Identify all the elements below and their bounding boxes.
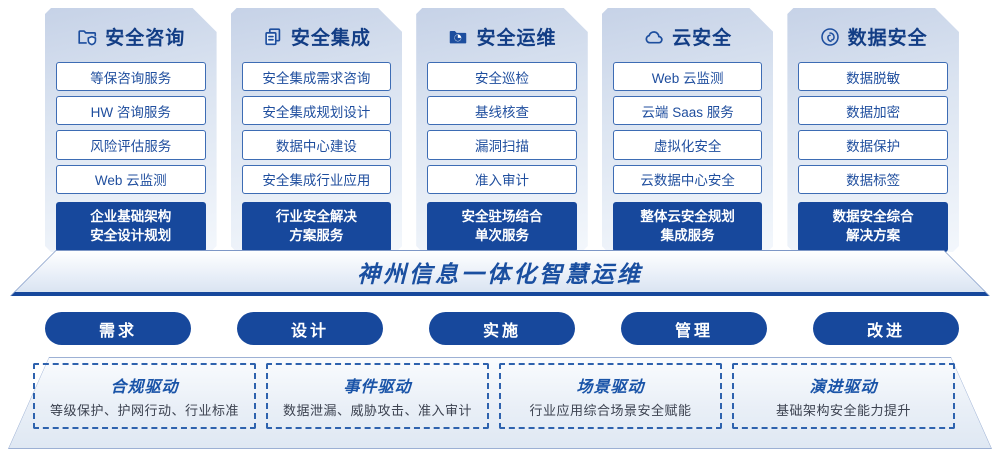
column-highlight: 整体云安全规划 集成服务	[613, 202, 763, 252]
driver-incident: 事件驱动 数据泄漏、威胁攻击、准入审计	[266, 363, 489, 429]
highlight-line: 解决方案	[846, 228, 901, 244]
column-header: 云安全	[613, 23, 763, 50]
column-title: 安全运维	[476, 28, 557, 49]
column-header: 安全集成	[242, 23, 392, 50]
folder-shield-icon	[76, 26, 98, 48]
service-item: 云端 Saas 服务	[613, 96, 763, 125]
driver-title: 事件驱动	[343, 379, 412, 396]
service-item: 安全巡检	[427, 62, 577, 91]
column-highlight: 安全驻场结合 单次服务	[427, 202, 577, 252]
service-item: 数据加密	[798, 96, 948, 125]
driver-evolution: 演进驱动 基础架构安全能力提升	[732, 363, 955, 429]
service-item: 数据中心建设	[242, 130, 392, 159]
phase-pills: 需求 设计 实施 管理 改进	[45, 312, 959, 345]
column-title: 安全咨询	[105, 28, 186, 49]
driver-desc: 基础架构安全能力提升	[775, 403, 911, 418]
service-item: 数据保护	[798, 130, 948, 159]
driver-compliance: 合规驱动 等级保护、护网行动、行业标准	[33, 363, 256, 429]
copy-docs-icon	[262, 26, 284, 48]
banner: 神州信息一体化智慧运维	[10, 250, 990, 296]
highlight-line: 整体云安全规划	[640, 208, 735, 224]
folder-clock-icon	[447, 26, 469, 48]
service-item: Web 云监测	[613, 62, 763, 91]
column-security-consulting: 安全咨询 等保咨询服务 HW 咨询服务 风险评估服务 Web 云监测 企业基础架…	[45, 8, 217, 252]
column-title: 数据安全	[847, 28, 928, 49]
column-header: 安全运维	[427, 23, 577, 50]
service-item: 等保咨询服务	[56, 62, 206, 91]
phase-pill-implementation: 实施	[429, 312, 575, 345]
service-item: Web 云监测	[56, 165, 206, 194]
column-cloud-security: 云安全 Web 云监测 云端 Saas 服务 虚拟化安全 云数据中心安全 整体云…	[602, 8, 774, 252]
driver-desc: 等级保护、护网行动、行业标准	[49, 403, 239, 418]
column-security-operations: 安全运维 安全巡检 基线核查 漏洞扫描 准入审计 安全驻场结合 单次服务	[416, 8, 588, 252]
service-item: HW 咨询服务	[56, 96, 206, 125]
column-data-security: 数据安全 数据脱敏 数据加密 数据保护 数据标签 数据安全综合 解决方案	[787, 8, 959, 252]
highlight-line: 单次服务	[474, 228, 529, 244]
highlight-line: 安全设计规划	[90, 228, 172, 244]
column-highlight: 行业安全解决 方案服务	[242, 202, 392, 252]
highlight-line: 行业安全解决	[275, 208, 357, 224]
column-highlight: 数据安全综合 解决方案	[798, 202, 948, 252]
service-item: 安全集成规划设计	[242, 96, 392, 125]
service-item: 漏洞扫描	[427, 130, 577, 159]
service-item: 安全集成需求咨询	[242, 62, 392, 91]
highlight-line: 集成服务	[660, 228, 715, 244]
phase-pill-improvement: 改进	[813, 312, 959, 345]
service-item: 云数据中心安全	[613, 165, 763, 194]
column-highlight: 企业基础架构 安全设计规划	[56, 202, 206, 252]
driver-title: 场景驱动	[576, 379, 645, 396]
service-item: 基线核查	[427, 96, 577, 125]
banner-bottom-bar	[11, 292, 989, 296]
column-title: 云安全	[672, 28, 733, 49]
service-item: 风险评估服务	[56, 130, 206, 159]
highlight-line: 企业基础架构	[90, 208, 172, 224]
service-columns: 安全咨询 等保咨询服务 HW 咨询服务 风险评估服务 Web 云监测 企业基础架…	[45, 8, 959, 252]
fingerprint-icon	[819, 26, 841, 48]
highlight-line: 安全驻场结合	[461, 208, 543, 224]
column-header: 安全咨询	[56, 23, 206, 50]
driver-boxes: 合规驱动 等级保护、护网行动、行业标准 事件驱动 数据泄漏、威胁攻击、准入审计 …	[33, 363, 955, 429]
service-item: 准入审计	[427, 165, 577, 194]
service-item: 数据脱敏	[798, 62, 948, 91]
column-security-integration: 安全集成 安全集成需求咨询 安全集成规划设计 数据中心建设 安全集成行业应用 行…	[231, 8, 403, 252]
phase-pill-design: 设计	[237, 312, 383, 345]
column-title: 安全集成	[290, 28, 371, 49]
driver-title: 合规驱动	[110, 379, 179, 396]
highlight-line: 方案服务	[289, 228, 344, 244]
phase-pill-demand: 需求	[45, 312, 191, 345]
driver-title: 演进驱动	[809, 379, 878, 396]
banner-fill	[11, 251, 989, 296]
driver-desc: 行业应用综合场景安全赋能	[529, 403, 692, 418]
banner-title: 神州信息一体化智慧运维	[357, 260, 643, 287]
service-item: 虚拟化安全	[613, 130, 763, 159]
driver-scenario: 场景驱动 行业应用综合场景安全赋能	[499, 363, 722, 429]
service-item: 数据标签	[798, 165, 948, 194]
highlight-line: 数据安全综合	[832, 208, 914, 224]
phase-pill-management: 管理	[621, 312, 767, 345]
cloud-icon	[643, 26, 665, 48]
driver-desc: 数据泄漏、威胁攻击、准入审计	[282, 403, 472, 418]
service-item: 安全集成行业应用	[242, 165, 392, 194]
column-header: 数据安全	[798, 23, 948, 50]
